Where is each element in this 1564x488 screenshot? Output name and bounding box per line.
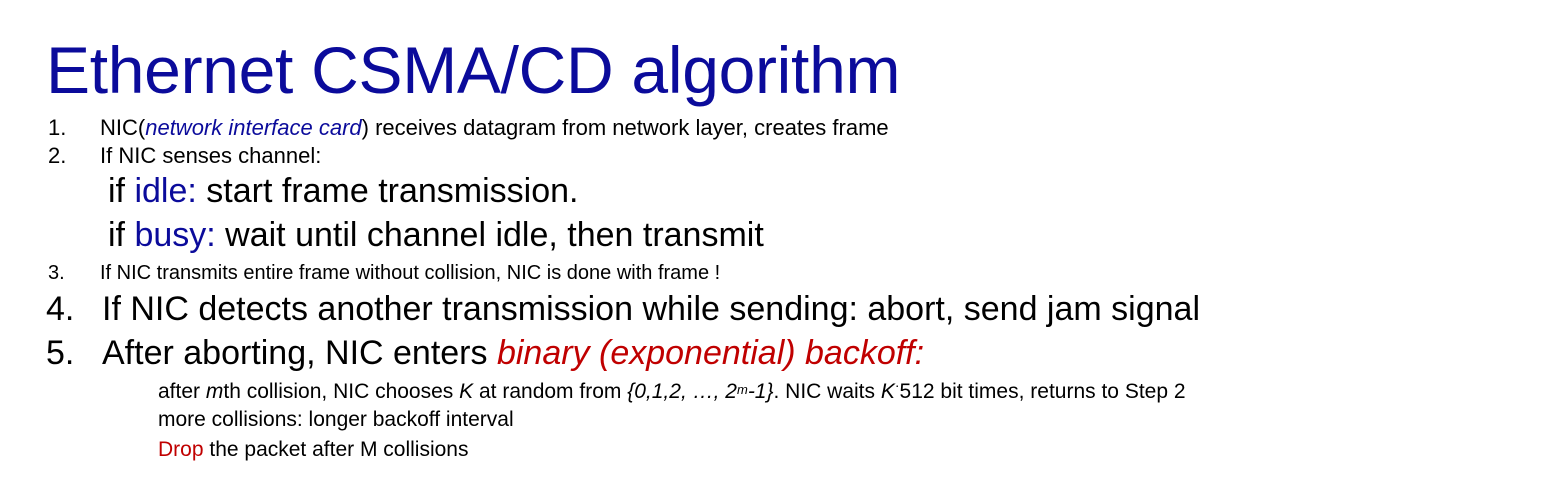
var-k: K [459, 380, 474, 403]
idle-keyword: idle: [134, 172, 197, 210]
text-fragment: after [158, 380, 206, 403]
multiply-dot: · [894, 377, 900, 393]
exponent-m: m [736, 382, 748, 397]
set-close: -1} [747, 380, 774, 403]
if-word: if [108, 172, 135, 210]
step-text: ) receives datagram from network layer, … [361, 115, 889, 140]
step-2: 2. If NIC senses channel: [48, 142, 321, 170]
drop-keyword: Drop [158, 438, 204, 461]
slide-title: Ethernet CSMA/CD algorithm [46, 33, 901, 107]
var-k: K [880, 380, 895, 403]
busy-action: wait until channel idle, then transmit [215, 216, 764, 254]
step-number: 4. [46, 290, 75, 328]
step-3: 3. If NIC transmits entire frame without … [48, 258, 720, 288]
set-open: {0,1,2, …, 2 [627, 380, 737, 403]
text-fragment: . NIC waits [773, 380, 881, 403]
step-text: NIC( [100, 115, 146, 140]
step-number: 2. [48, 143, 67, 168]
k-range-set: {0,1,2, …, 2m-1} [627, 380, 773, 403]
drop-rest: the packet after M collisions [203, 438, 469, 461]
text-fragment: th collision, NIC chooses [223, 380, 460, 403]
step-number: 3. [48, 262, 65, 284]
backoff-detail-1: after mth collision, NIC chooses K at ra… [158, 377, 1186, 407]
backoff-term: binary (exponential) backoff: [496, 334, 925, 372]
step-text: If NIC transmits entire frame without co… [100, 262, 721, 284]
step-text: If NIC senses channel: [100, 143, 322, 168]
step-2-idle: if idle: start frame transmission. [108, 168, 578, 214]
text-fragment: 512 bit times, returns to Step 2 [899, 380, 1186, 403]
var-m: m [205, 380, 224, 403]
step-number: 5. [46, 334, 75, 372]
backoff-detail-2: more collisions: longer backoff interval [158, 408, 514, 431]
backoff-detail-3: Drop the packet after M collisions [158, 436, 468, 464]
step-2-busy: if busy: wait until channel idle, then t… [108, 212, 764, 258]
if-word: if [108, 216, 135, 254]
step-1: 1. NIC(network interface card) receives d… [48, 114, 889, 142]
step-4: 4. If NIC detects another transmission wh… [46, 286, 1200, 332]
idle-action: start frame transmission. [196, 172, 579, 210]
busy-keyword: busy: [134, 216, 216, 254]
nic-term: network interface card [145, 115, 362, 140]
step-5: 5. After aborting, NIC enters binary (exp… [46, 330, 924, 376]
step-text: After aborting, NIC enters [102, 334, 497, 372]
step-text: If NIC detects another transmission whil… [102, 290, 1200, 328]
step-number: 1. [48, 115, 67, 140]
text-fragment: at random from [473, 380, 628, 403]
